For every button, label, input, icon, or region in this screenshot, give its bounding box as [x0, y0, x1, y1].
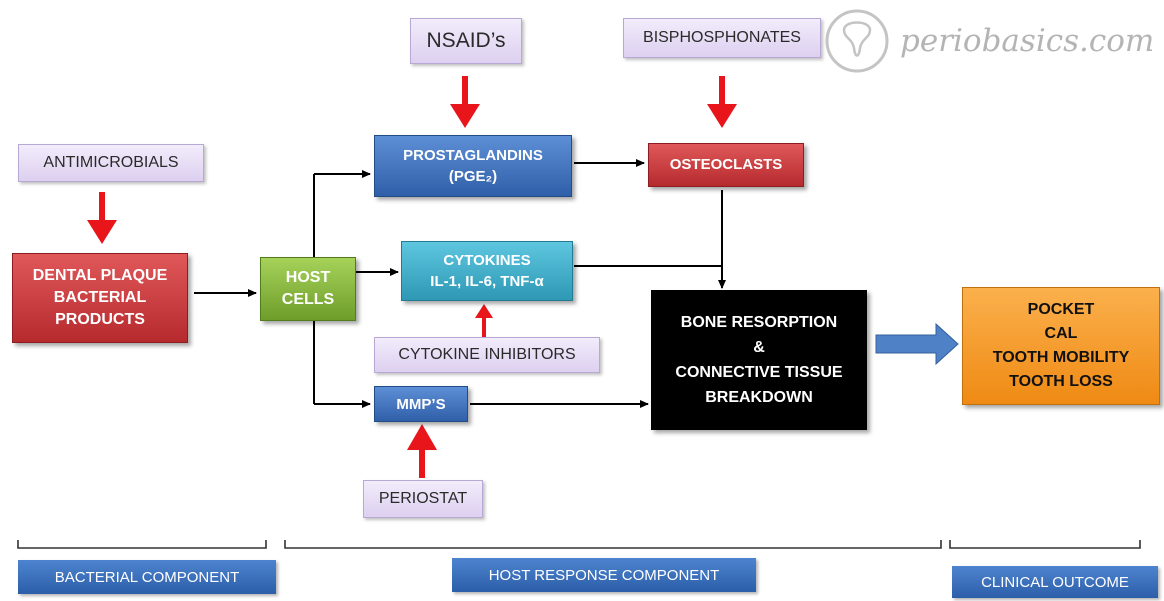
bone-resorption-box: BONE RESORPTION & CONNECTIVE TISSUE BREA…: [651, 290, 867, 430]
mmps-box: MMP’S: [374, 386, 468, 422]
periobasics-logo: [825, 9, 889, 73]
antimicrobials-label: ANTIMICROBIALS: [43, 154, 179, 171]
prostaglandins-line-1: PROSTAGLANDINS: [403, 147, 543, 164]
prostaglandins-box: PROSTAGLANDINS (PGE₂): [374, 135, 572, 197]
nsaids-label: NSAID’s: [426, 29, 506, 52]
inhibitor-arrow-antimicrobials: [87, 192, 117, 244]
bacterial-component-text: BACTERIAL COMPONENT: [54, 568, 240, 586]
host-cells-box: HOST CELLS: [260, 257, 356, 321]
dental-plaque-line-2: BACTERIAL: [53, 289, 147, 306]
bisphosphonates-label: BISPHOSPHONATES: [643, 29, 801, 46]
osteoclasts-label: OSTEOCLASTS: [669, 156, 783, 173]
host-response-component-text: HOST RESPONSE COMPONENT: [488, 566, 720, 584]
bracket-clinical: [949, 540, 1141, 549]
inhibitor-arrow-nsaids: [450, 76, 480, 128]
inhibitor-arrow-bisphosphonates: [707, 76, 737, 128]
clinical-line-2: CAL: [1044, 325, 1078, 342]
dental-plaque-line-3: PRODUCTS: [55, 311, 145, 328]
host-cells-line-1: HOST: [285, 269, 331, 286]
cytokines-box: CYTOKINES IL-1, IL-6, TNF-α: [401, 241, 573, 301]
cytokines-line-1: CYTOKINES: [443, 252, 531, 269]
inhibitor-arrow-cytokine-inhibitors: [475, 304, 493, 338]
bone-resorption-line-4: BREAKDOWN: [705, 389, 813, 406]
watermark: periobasics.com: [822, 8, 1154, 74]
bacterial-component-label: BACTERIAL COMPONENT: [18, 560, 276, 594]
clinical-line-3: TOOTH MOBILITY: [992, 349, 1130, 366]
nsaids-box: NSAID’s: [410, 18, 522, 64]
host-response-component-label: HOST RESPONSE COMPONENT: [452, 558, 756, 592]
bracket-host: [284, 540, 942, 549]
bracket-bacterial: [17, 540, 267, 549]
clinical-outcome-label: CLINICAL OUTCOME: [952, 566, 1158, 598]
dental-plaque-line-1: DENTAL PLAQUE: [32, 267, 168, 284]
periostat-box: PERIOSTAT: [363, 480, 483, 518]
host-cells-line-2: CELLS: [281, 291, 335, 308]
arrow-bone-to-outcome: [875, 322, 959, 366]
clinical-outcome-text: CLINICAL OUTCOME: [981, 573, 1129, 591]
osteoclasts-box: OSTEOCLASTS: [648, 143, 804, 187]
clinical-line-4: TOOTH LOSS: [1009, 373, 1113, 390]
dental-plaque-box: DENTAL PLAQUE BACTERIAL PRODUCTS: [12, 253, 188, 343]
clinical-line-1: POCKET: [1027, 301, 1095, 318]
bone-resorption-line-3: CONNECTIVE TISSUE: [675, 364, 843, 381]
cytokines-line-2: IL-1, IL-6, TNF-α: [430, 273, 544, 290]
cytokine-inhibitors-label: CYTOKINE INHIBITORS: [398, 346, 576, 363]
bisphosphonates-box: BISPHOSPHONATES: [623, 18, 821, 58]
clinical-outcome-box: POCKET CAL TOOTH MOBILITY TOOTH LOSS: [962, 287, 1160, 405]
mmps-label: MMP’S: [396, 395, 446, 413]
prostaglandins-line-2: (PGE₂): [448, 168, 498, 185]
bone-resorption-line-1: BONE RESORPTION: [680, 314, 838, 331]
bone-resorption-line-2: &: [753, 339, 765, 356]
cytokine-inhibitors-box: CYTOKINE INHIBITORS: [374, 337, 600, 373]
inhibitor-arrow-periostat: [407, 424, 437, 478]
watermark-text: periobasics.com: [900, 23, 1155, 59]
periostat-label: PERIOSTAT: [378, 490, 468, 507]
antimicrobials-box: ANTIMICROBIALS: [18, 144, 204, 182]
